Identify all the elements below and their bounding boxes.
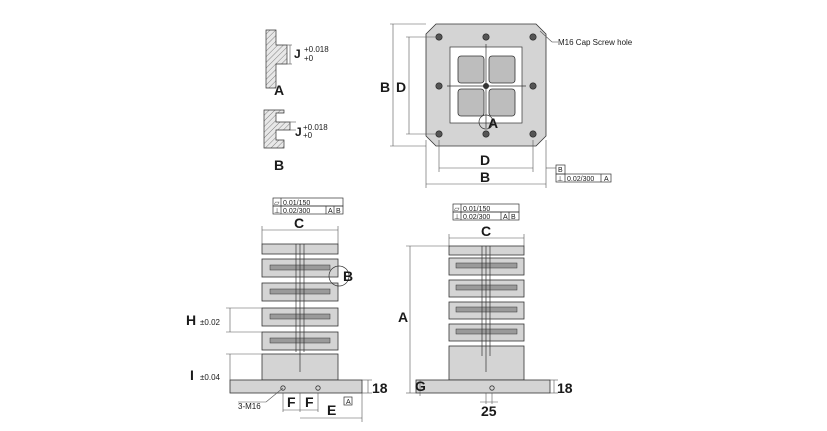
front-base-height: 18	[372, 380, 388, 396]
front-dim-c: C	[294, 215, 304, 231]
front-dim-h: H	[186, 312, 196, 328]
detail-a-tol-lower: +0	[304, 54, 314, 63]
side-tower	[415, 245, 551, 394]
screw-hole-icon	[435, 82, 443, 90]
front-fcf-row2-value: 0.02/300	[283, 208, 310, 215]
screw-hole-icon	[482, 130, 490, 138]
detail-b: J +0.018 +0 B	[263, 109, 328, 173]
top-datum-a: A	[488, 115, 498, 131]
front-fcf-row2-ref-b: B	[336, 208, 341, 215]
side-hole-offset: 25	[481, 403, 497, 419]
side-base-hole-icon	[489, 385, 495, 391]
side-base-height: 18	[557, 380, 573, 396]
front-dim-h-tol: ±0.02	[200, 318, 221, 327]
screw-hole-icon	[435, 130, 443, 138]
side-fcf-row2-symbol: ⊥	[454, 214, 460, 221]
top-dim-d-horizontal: D	[480, 152, 490, 168]
detail-a-caption: A	[274, 82, 284, 98]
screw-hole-icon	[482, 33, 490, 41]
top-dim-b-horizontal: B	[480, 169, 490, 185]
front-tower	[229, 243, 363, 394]
detail-b-dim-label: J	[295, 125, 302, 139]
screw-hole-icon	[529, 130, 537, 138]
pocket	[488, 55, 516, 84]
side-fcf-row1-value: 0.01/150	[463, 206, 490, 213]
detail-b-tol-upper: +0.018	[303, 123, 328, 132]
side-view: ⏥ 0.01/150 ⊥ 0.02/300 A B C	[398, 203, 573, 419]
screw-hole-icon	[529, 33, 537, 41]
side-fcf-row2-ref-a: A	[503, 214, 508, 221]
side-base	[415, 379, 551, 394]
front-fcf-row2-ref-a: A	[328, 208, 333, 215]
front-datum-a: A	[346, 399, 351, 406]
front-base	[229, 379, 363, 394]
side-dim-c: C	[481, 223, 491, 239]
side-dim-a: A	[398, 309, 408, 325]
hole-callout: M16 Cap Screw hole	[558, 38, 633, 47]
top-fcf-symbol: ⊥	[557, 176, 563, 183]
front-fcf-row1-value: 0.01/150	[283, 200, 310, 207]
top-dim-b-vertical: B	[380, 79, 390, 95]
side-fcf-row2-ref-b: B	[511, 214, 516, 221]
detail-b-caption: B	[274, 157, 284, 173]
front-dim-f-left: F	[287, 394, 296, 410]
screw-holes	[435, 33, 537, 138]
detail-a-tol-upper: +0.018	[304, 45, 329, 54]
pocket	[457, 88, 485, 117]
front-dim-f-right: F	[305, 394, 314, 410]
top-fcf-datum: B	[558, 167, 563, 174]
front-detail-callout: B	[343, 268, 353, 284]
front-view: ⏥ 0.01/150 ⊥ 0.02/300 A B C	[186, 197, 388, 422]
front-thread-callout: 3-M16	[238, 402, 261, 411]
front-dim-i-tol: ±0.04	[200, 373, 221, 382]
side-fcf-row2-value: 0.02/300	[463, 214, 490, 221]
detail-a: J +0.018 +0 A	[265, 29, 329, 98]
base-hole-icon	[280, 385, 286, 391]
top-fcf-ref: A	[604, 176, 609, 183]
screw-hole-icon	[435, 33, 443, 41]
detail-b-tol-lower: +0	[303, 131, 313, 140]
pocket	[488, 88, 516, 117]
front-dim-e: E	[327, 402, 336, 418]
top-view: A M16 Cap Screw hole B D D B B ⊥ 0.02/30…	[380, 23, 633, 188]
top-dim-d-vertical: D	[396, 79, 406, 95]
top-fcf-value: 0.02/300	[567, 176, 594, 183]
detail-a-dim-label: J	[294, 47, 301, 61]
front-dim-i: I	[190, 367, 194, 383]
center-hole-icon	[483, 83, 489, 89]
base-hole-icon	[315, 385, 321, 391]
pocket	[457, 55, 485, 84]
side-dim-g: G	[415, 378, 426, 394]
front-fcf-row1-symbol: ⏥	[274, 200, 280, 207]
datum-circle	[478, 114, 494, 130]
screw-hole-icon	[529, 82, 537, 90]
front-fcf-row2-symbol: ⊥	[274, 208, 280, 215]
side-fcf-row1-symbol: ⏥	[454, 206, 460, 213]
